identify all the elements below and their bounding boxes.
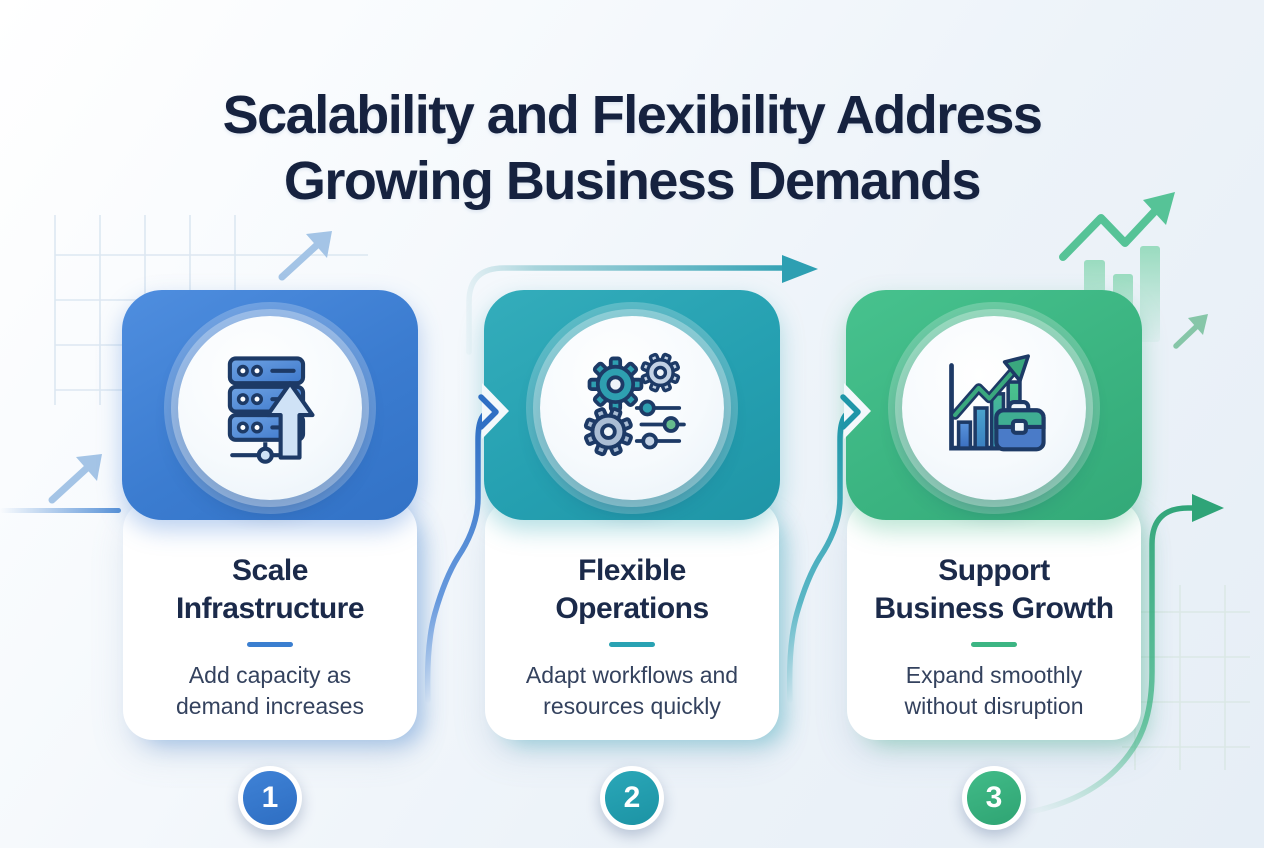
step-number-badge: 3 bbox=[962, 766, 1026, 830]
card-title: Support Business Growth bbox=[847, 552, 1141, 627]
gears-sliders-icon bbox=[583, 352, 686, 457]
card-desc-line-2: without disruption bbox=[904, 692, 1084, 719]
accent-divider bbox=[971, 642, 1017, 647]
step-card-scale-infrastructure: Scale Infrastructure Add capacity as dem… bbox=[122, 290, 418, 830]
trend-arrow-mid-left bbox=[48, 454, 102, 504]
card-title-line-1: Scale bbox=[232, 554, 308, 587]
icon-circle bbox=[178, 316, 362, 500]
icon-circle bbox=[540, 316, 724, 500]
page-title-line-2: Growing Business Demands bbox=[283, 151, 982, 212]
card-title-line-2: Business Growth bbox=[874, 591, 1114, 625]
step-number: 2 bbox=[605, 771, 659, 825]
card-title: Flexible Operations bbox=[485, 552, 779, 627]
gear-medium bbox=[583, 407, 633, 457]
card-description: Expand smoothly without disruption bbox=[847, 660, 1141, 722]
card-title-line-1: Flexible bbox=[578, 554, 686, 587]
accent-divider bbox=[247, 642, 293, 647]
step-number: 1 bbox=[243, 771, 297, 825]
card-desc-line-2: demand increases bbox=[176, 692, 364, 719]
accent-divider bbox=[609, 642, 655, 647]
card-desc-line-2: resources quickly bbox=[543, 692, 721, 719]
card-title-line-1: Support bbox=[938, 554, 1050, 587]
card-body: Scale Infrastructure Add capacity as dem… bbox=[123, 500, 417, 740]
upload-arrow bbox=[265, 381, 315, 460]
gear-large bbox=[587, 356, 644, 413]
step-number: 3 bbox=[967, 771, 1021, 825]
step-card-support-business-growth: Support Business Growth Expand smoothly … bbox=[846, 290, 1142, 830]
card-desc-line-1: Add capacity as bbox=[188, 662, 352, 688]
trend-arrow-small-right bbox=[1173, 314, 1208, 349]
card-title-line-2: Operations bbox=[555, 591, 709, 625]
briefcase bbox=[994, 400, 1046, 452]
card-description: Add capacity as demand increases bbox=[123, 660, 417, 722]
card-body: Flexible Operations Adapt workflows and … bbox=[485, 500, 779, 740]
card-desc-line-1: Adapt workflows and bbox=[525, 662, 739, 688]
gradient-line-bottom-left bbox=[0, 508, 121, 513]
step-number-badge: 2 bbox=[600, 766, 664, 830]
page-title: Scalability and Flexibility Address Grow… bbox=[0, 82, 1264, 215]
card-description: Adapt workflows and resources quickly bbox=[485, 660, 779, 722]
trend-arrow-top-left bbox=[278, 231, 332, 281]
step-card-flexible-operations: Flexible Operations Adapt workflows and … bbox=[484, 290, 780, 830]
page-title-line-1: Scalability and Flexibility Address bbox=[222, 85, 1043, 145]
server-stack-upload-icon bbox=[227, 356, 315, 464]
card-title: Scale Infrastructure bbox=[123, 552, 417, 627]
card-body: Support Business Growth Expand smoothly … bbox=[847, 500, 1141, 740]
card-desc-line-1: Expand smoothly bbox=[905, 662, 1083, 688]
icon-circle bbox=[902, 316, 1086, 500]
growth-chart-briefcase-icon bbox=[949, 354, 1046, 452]
card-title-line-2: Infrastructure bbox=[175, 591, 365, 625]
gear-small bbox=[640, 352, 681, 393]
step-number-badge: 1 bbox=[238, 766, 302, 830]
